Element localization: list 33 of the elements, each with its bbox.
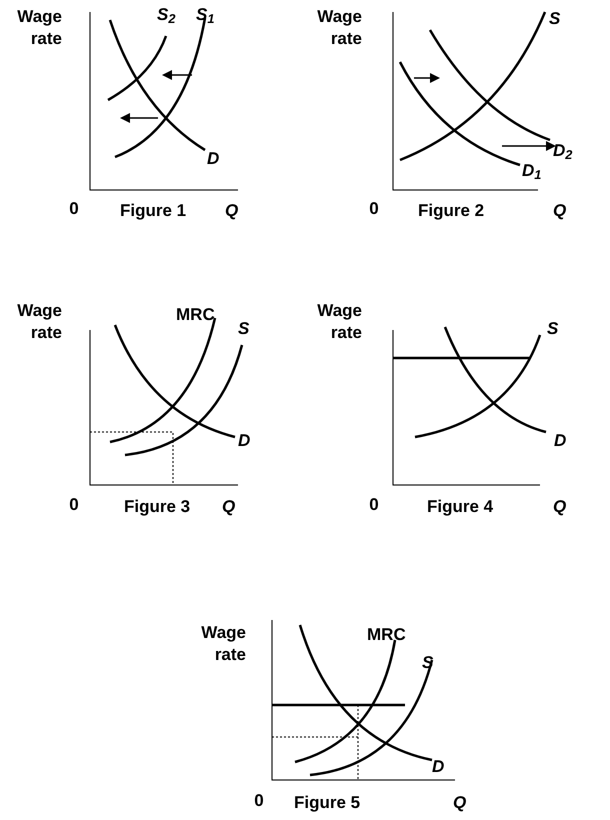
curve-label: D$_{1}$ <box>522 160 542 184</box>
origin-label: 0 <box>68 198 80 220</box>
figure-caption: Figure 2 <box>418 200 486 222</box>
figure-caption: Figure 5 <box>294 792 362 814</box>
axis-label: Wage rate <box>16 300 62 344</box>
curve-label: D$_{2}$ <box>553 140 574 164</box>
curve-label: MRC <box>367 624 407 646</box>
axis-label: Q <box>225 200 240 222</box>
figure-caption: Figure 1 <box>120 200 188 222</box>
axis-label: Q <box>553 496 568 518</box>
curve-label: D <box>207 148 220 170</box>
curve-label: MRC <box>176 304 216 326</box>
axis-label: Wage rate <box>16 6 62 50</box>
axis-label: Q <box>222 496 236 518</box>
curve-label: S <box>549 8 562 30</box>
curve-label: S$_{1}$ <box>196 4 216 28</box>
axis-label: Q <box>453 792 468 814</box>
origin-label: 0 <box>368 494 380 516</box>
axis-label: Wage rate <box>200 622 246 666</box>
curve-label: D <box>432 756 446 778</box>
axis-label: Wage rate <box>316 300 362 344</box>
axis-label: Q <box>553 200 568 222</box>
curve-label: S$_{2}$ <box>157 4 176 28</box>
origin-label: 0 <box>253 790 265 812</box>
figure-caption: Figure 4 <box>427 496 494 518</box>
curve-label: D <box>238 430 252 452</box>
axis-label: Wage rate <box>316 6 362 50</box>
origin-label: 0 <box>368 198 380 220</box>
curve-label: S <box>238 318 250 340</box>
curve-label: D <box>554 430 568 452</box>
origin-label: 0 <box>68 494 80 516</box>
figure-caption: Figure 3 <box>124 496 192 518</box>
curve-label: S <box>547 318 560 340</box>
